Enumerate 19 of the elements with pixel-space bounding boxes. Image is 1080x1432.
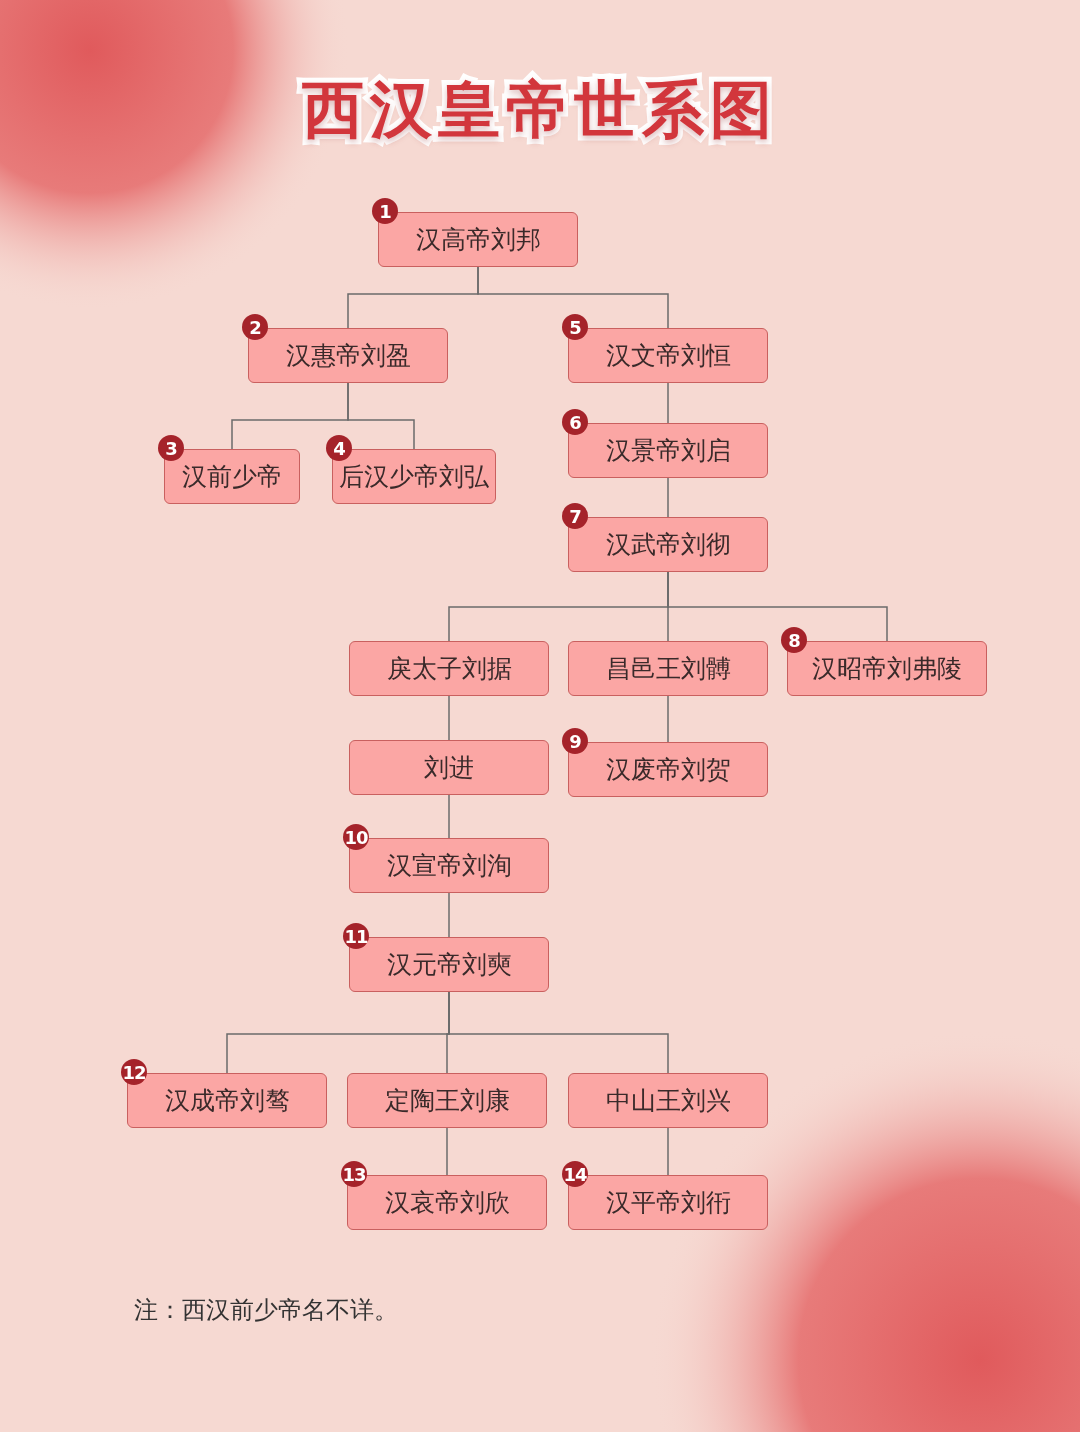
connector-line <box>448 695 450 741</box>
connector-line <box>667 1127 669 1176</box>
connector-line <box>477 266 669 329</box>
connector-line <box>347 382 415 450</box>
connector-line <box>667 571 888 642</box>
name-box: 中山王刘兴 <box>568 1073 768 1128</box>
name-box: 刘进 <box>349 740 549 795</box>
name-box: 昌邑王刘髆 <box>568 641 768 696</box>
connector-line <box>446 1127 448 1176</box>
connector-line <box>667 477 669 518</box>
name-box: 戾太子刘据 <box>349 641 549 696</box>
title: 西汉皇帝世系图 <box>301 72 779 148</box>
connector-line <box>448 794 450 839</box>
name-box: 定陶王刘康 <box>347 1073 547 1128</box>
connector-line <box>667 695 669 743</box>
connector-line <box>448 991 669 1074</box>
note: 注：西汉前少帝名不详。 <box>134 1295 398 1326</box>
connector-line <box>667 382 669 424</box>
connector-line <box>448 892 450 938</box>
